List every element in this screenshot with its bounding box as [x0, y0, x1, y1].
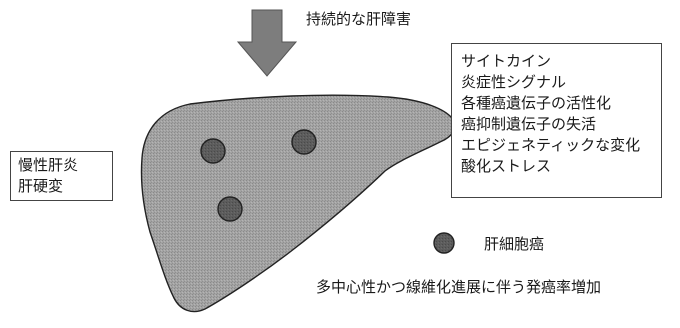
tumor-nodule — [218, 197, 242, 221]
disease-item: 慢性肝炎 — [18, 155, 112, 176]
factor-item: 炎症性シグナル — [461, 72, 661, 93]
tumor-nodule — [292, 130, 316, 154]
down-arrow — [238, 10, 296, 76]
factor-item: 酸化ストレス — [461, 156, 661, 177]
arrow-label: 持続的な肝障害 — [306, 8, 411, 30]
factor-item: 癌抑制遺伝子の失活 — [461, 114, 661, 135]
tumor-nodule — [201, 139, 225, 163]
caption: 多中心性かつ線維化進展に伴う発癌率増加 — [316, 276, 601, 298]
factor-item: 各種癌遺伝子の活性化 — [461, 93, 661, 114]
legend-label: 肝細胞癌 — [484, 233, 544, 255]
legend-tumor-icon — [434, 233, 454, 253]
background-disease-box: 慢性肝炎 肝硬変 — [10, 151, 113, 201]
disease-item: 肝硬変 — [18, 176, 112, 197]
factor-item: サイトカイン — [461, 51, 661, 72]
factor-item: エピジェネティックな変化 — [461, 135, 661, 156]
causal-factors-box: サイトカイン 炎症性シグナル 各種癌遺伝子の活性化 癌抑制遺伝子の失活 エピジェ… — [451, 43, 662, 198]
